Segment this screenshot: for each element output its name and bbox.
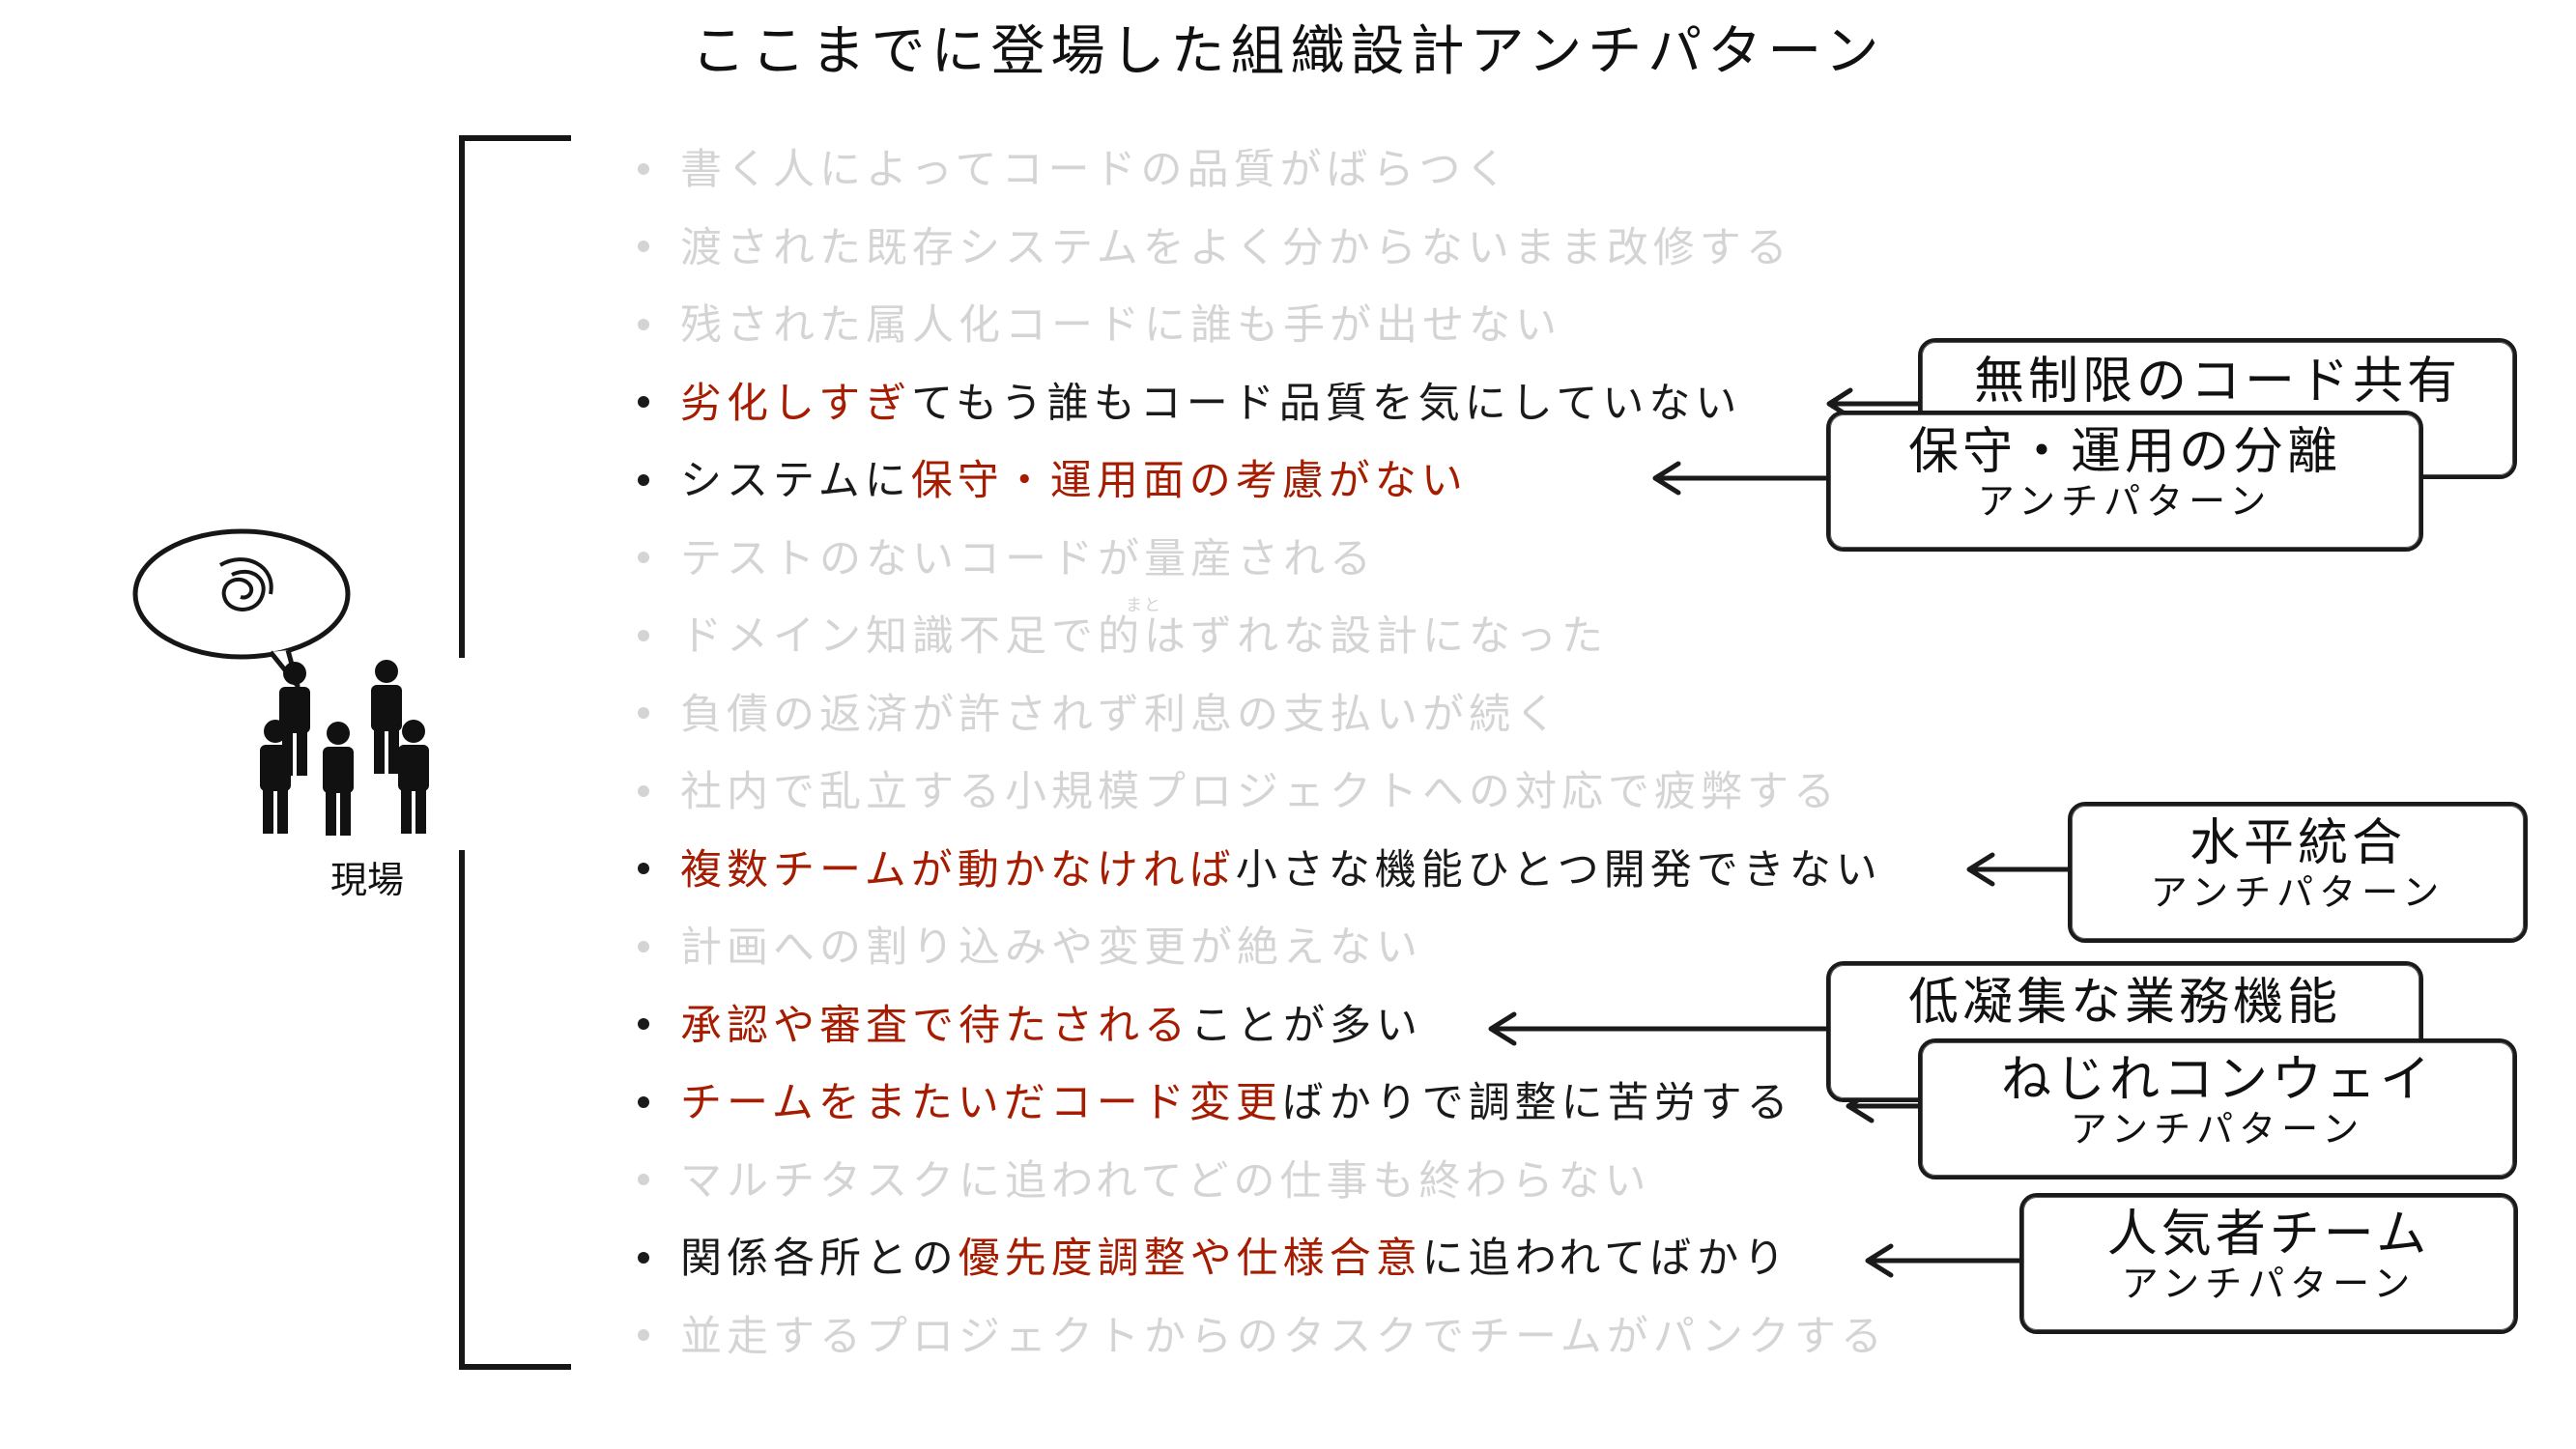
emphasis-text: チームをまたいだコード変更 bbox=[680, 1079, 1282, 1127]
bullet-icon bbox=[638, 784, 649, 797]
pattern-name: ねじれコンウェイ bbox=[2000, 1051, 2434, 1109]
item-text: 社内で乱立する小規模プロジェクトへの対応で疲弊する bbox=[680, 768, 1840, 816]
pattern-box-ops-separation: 保守・運用の分離 アンチパターン bbox=[1826, 411, 2423, 552]
bullet-icon bbox=[638, 162, 649, 175]
bullet-icon bbox=[638, 473, 649, 486]
bullet-icon bbox=[638, 863, 649, 874]
list-item: ドメイン知識不足で的はずれな設計になった bbox=[638, 608, 1608, 666]
item-text: システムに bbox=[680, 457, 911, 505]
pattern-sub: アンチパターン bbox=[2121, 1262, 2417, 1305]
arrow-to-low-cohesion bbox=[1488, 1011, 1829, 1046]
arrow-to-ops-separation bbox=[1652, 461, 1829, 496]
pattern-name: 水平統合 bbox=[2189, 814, 2406, 872]
bracket-top bbox=[459, 135, 571, 658]
bullet-icon bbox=[638, 1251, 649, 1264]
emphasis-text: 劣化しすぎ bbox=[680, 379, 912, 428]
list-item: 書く人によってコードの品質がばらつく bbox=[638, 141, 1512, 199]
list-item: 承認や審査で待たされることが多い bbox=[638, 997, 1422, 1055]
bullet-icon bbox=[638, 1329, 649, 1341]
item-text: てもう誰もコード品質を気にしていない bbox=[911, 379, 1742, 428]
item-text: 書く人によってコードの品質がばらつく bbox=[680, 146, 1512, 194]
item-text: ドメイン知識不足で的はずれな設計になった bbox=[680, 612, 1608, 661]
list-item: 関係各所との優先度調整や仕様合意に追われてばかり bbox=[638, 1230, 1789, 1288]
item-text: マルチタスクに追われてどの仕事も終わらない bbox=[680, 1156, 1651, 1206]
item-text: ばかりで調整に苦労する bbox=[1281, 1079, 1793, 1127]
bullet-icon bbox=[638, 1095, 649, 1108]
pattern-sub: アンチパターン bbox=[2150, 870, 2446, 914]
arrow-to-popular-team bbox=[1865, 1243, 2022, 1278]
pattern-name: 低凝集な業務機能 bbox=[1907, 974, 2341, 1032]
item-text: 渡された既存システムをよく分からないまま改修する bbox=[680, 223, 1792, 272]
list-item: 渡された既存システムをよく分からないまま改修する bbox=[638, 219, 1792, 277]
item-text: テストのないコードが量産される bbox=[680, 534, 1376, 583]
bullet-icon bbox=[638, 1174, 649, 1185]
pattern-name: 保守・運用の分離 bbox=[1907, 423, 2341, 481]
bullet-icon bbox=[638, 707, 649, 719]
people-figures bbox=[260, 660, 429, 836]
list-item: 残された属人化コードに誰も手が出せない bbox=[638, 297, 1561, 355]
pattern-name: 無制限のコード共有 bbox=[1973, 353, 2461, 411]
bullet-icon bbox=[638, 552, 649, 563]
ruby-annotation: まと bbox=[1126, 596, 1162, 615]
list-item: 並走するプロジェクトからのタスクでチームがパンクする bbox=[638, 1308, 1887, 1366]
item-text: 負債の返済が許されず利息の支払いが続く bbox=[680, 690, 1561, 739]
list-item: テストのないコードが量産される bbox=[638, 530, 1376, 588]
arrow-to-horizontal-integration bbox=[1966, 852, 2071, 887]
list-item: 負債の返済が許されず利息の支払いが続く bbox=[638, 686, 1561, 744]
item-text: 計画への割り込みや変更が絶えない bbox=[680, 923, 1422, 972]
item-text: 小さな機能ひとつ開発できない bbox=[1235, 845, 1882, 895]
pattern-box-horizontal-integration: 水平統合 アンチパターン bbox=[2068, 802, 2528, 943]
list-item: 計画への割り込みや変更が絶えない bbox=[638, 919, 1422, 977]
emphasis-text: 複数チームが動かなければ bbox=[680, 845, 1236, 895]
list-item: 劣化しすぎてもう誰もコード品質を気にしていない bbox=[638, 375, 1741, 433]
list-item: 複数チームが動かなければ小さな機能ひとつ開発できない bbox=[638, 841, 1882, 899]
emphasis-text: 承認や審査で待たされる bbox=[680, 1001, 1190, 1050]
emphasis-text: 保守・運用面の考慮がない bbox=[910, 457, 1468, 505]
actor-label: 現場 bbox=[329, 859, 404, 901]
bullet-icon bbox=[638, 940, 649, 952]
list-item: チームをまたいだコード変更ばかりで調整に苦労する bbox=[638, 1074, 1793, 1132]
list-item: 社内で乱立する小規模プロジェクトへの対応で疲弊する bbox=[638, 763, 1840, 821]
list-item: マルチタスクに追われてどの仕事も終わらない bbox=[638, 1152, 1651, 1210]
confused-team-icon bbox=[132, 528, 429, 836]
pattern-box-unlimited-code-sharing: 無制限のコード共有 bbox=[1918, 338, 2517, 479]
pattern-sub: アンチパターン bbox=[2070, 1107, 2365, 1151]
page-title: ここまでに登場した組織設計アンチパターン bbox=[691, 20, 1885, 83]
item-text: ことが多い bbox=[1190, 1001, 1422, 1050]
pattern-box-twisted-conway: ねじれコンウェイ アンチパターン bbox=[1918, 1038, 2517, 1179]
pattern-box-popular-team: 人気者チーム アンチパターン bbox=[2019, 1193, 2518, 1334]
item-text: 並走するプロジェクトからのタスクでチームがパンクする bbox=[680, 1312, 1887, 1361]
bracket-bottom bbox=[459, 850, 571, 1370]
bullet-icon bbox=[638, 318, 649, 330]
bullet-icon bbox=[638, 396, 649, 408]
list-item: システムに保守・運用面の考慮がない bbox=[638, 452, 1468, 510]
emphasis-text: 優先度調整や仕様合意 bbox=[958, 1235, 1422, 1283]
item-text: に追われてばかり bbox=[1421, 1235, 1790, 1283]
bullet-icon bbox=[638, 1018, 649, 1030]
pattern-sub: アンチパターン bbox=[1977, 479, 2273, 523]
speech-bubble bbox=[132, 528, 351, 689]
bullet-icon bbox=[638, 629, 649, 641]
pattern-name: 人気者チーム bbox=[2106, 1206, 2431, 1264]
bullet-icon bbox=[638, 241, 649, 252]
item-text: 関係各所との bbox=[680, 1235, 959, 1283]
confusion-swirl-icon bbox=[218, 557, 273, 611]
item-text: 残された属人化コードに誰も手が出せない bbox=[680, 301, 1561, 350]
